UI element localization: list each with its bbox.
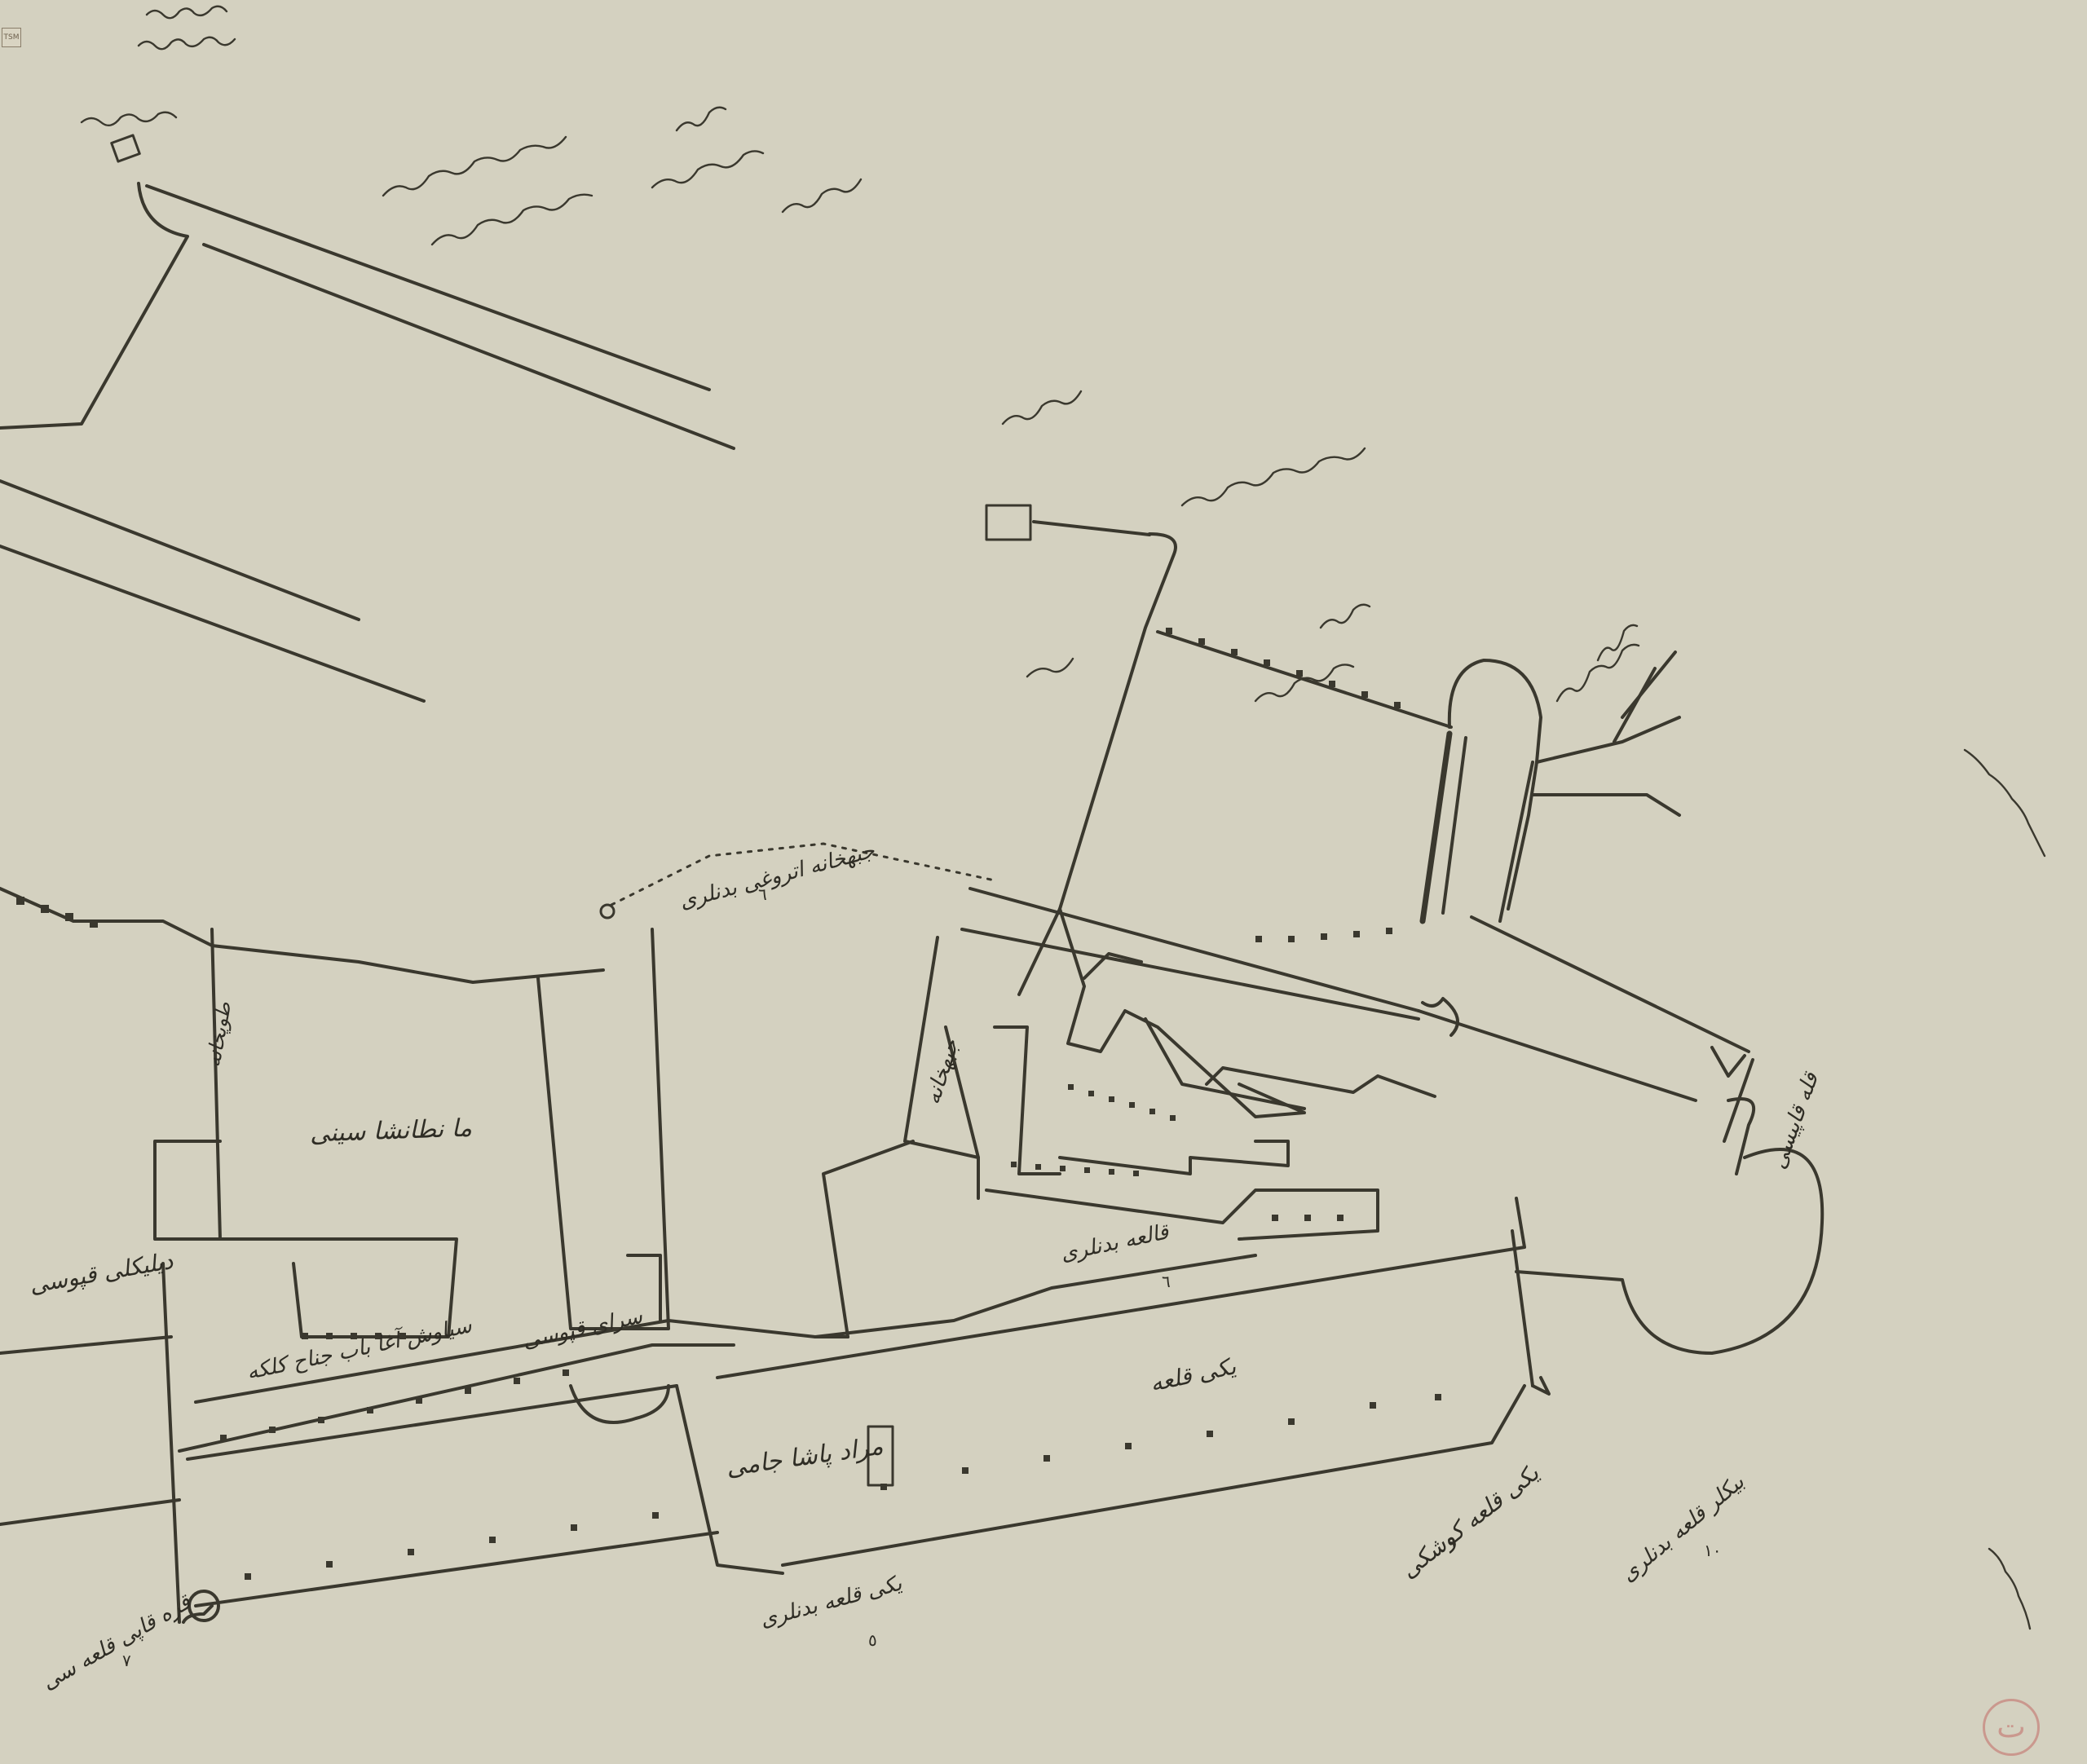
battlements-upper (1166, 628, 1401, 942)
number-mark-2: ٦ (1162, 1272, 1171, 1291)
lower-walls (186, 1197, 1551, 1607)
handwriting-notes (80, 5, 2046, 1630)
small-tower-box (985, 504, 1032, 541)
number-mark-4: ٩ (1447, 1532, 1456, 1552)
battlements-left (16, 897, 569, 1441)
citadel-upper (985, 504, 1824, 1355)
library-seal: ت (1983, 1699, 2040, 1756)
left-block (0, 887, 735, 1624)
battlements-lower (245, 1394, 1441, 1580)
archive-stamp: TSM (2, 28, 21, 47)
number-mark-5: ١٠ (1704, 1541, 1722, 1560)
label-kabalanisha: ما نطانشا سینی (309, 1114, 473, 1149)
number-mark-6: ٥ (868, 1630, 877, 1650)
battlements-middle (1011, 1084, 1344, 1221)
upper-road-walls (0, 134, 735, 703)
number-mark-3: ٧ (122, 1651, 131, 1670)
number-mark-1: ٦ (758, 884, 767, 904)
inner-walls (599, 842, 1436, 1338)
